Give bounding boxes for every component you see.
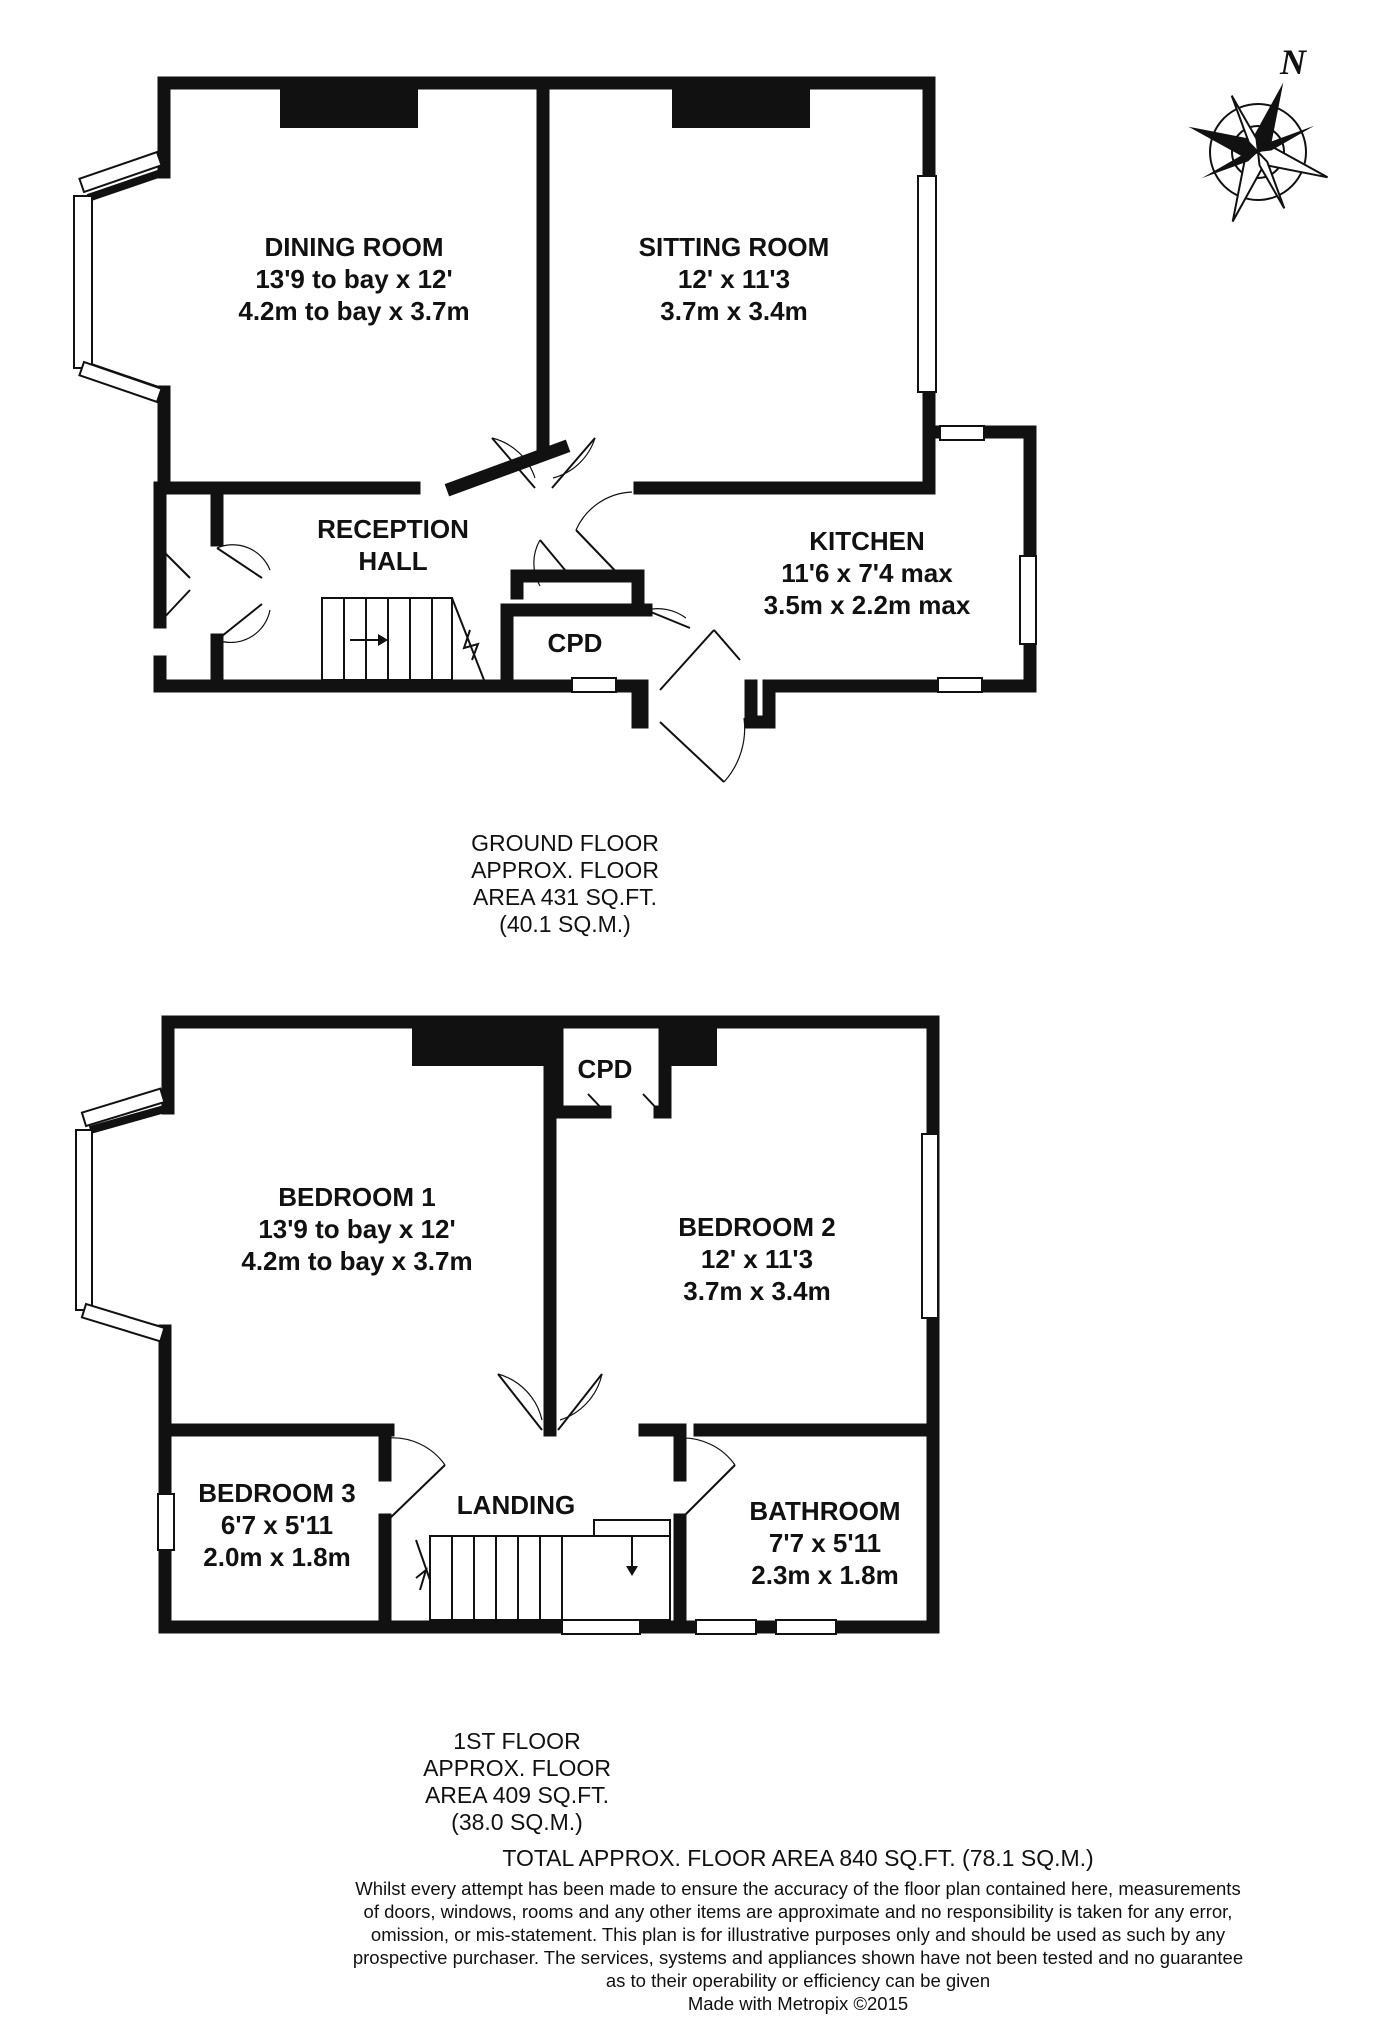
caption-line: APPROX. FLOOR (471, 857, 659, 883)
north-label: N (1279, 42, 1308, 82)
window (1019, 555, 1037, 645)
bedroom1-imperial: 13'9 to bay x 12' (258, 1214, 455, 1244)
ground-floor-plan: DINING ROOM 13'9 to bay x 12' 4.2m to ba… (73, 76, 1037, 783)
caption-line: APPROX. FLOOR (423, 1755, 611, 1781)
chimney-breast (672, 88, 810, 128)
disclaimer-line: as to their operability or efficiency ca… (606, 1970, 990, 1991)
caption-line: (40.1 SQ.M.) (499, 911, 631, 937)
kitchen-metric: 3.5m x 2.2m max (764, 590, 971, 620)
caption-line: AREA 409 SQ.FT. (425, 1782, 609, 1808)
caption-line: GROUND FLOOR (471, 830, 659, 856)
bedroom3-name: BEDROOM 3 (198, 1478, 355, 1508)
disclaimer: Whilst every attempt has been made to en… (353, 1878, 1243, 2014)
bathroom-name: BATHROOM (749, 1496, 900, 1526)
window (695, 1619, 757, 1635)
sitting-room-name: SITTING ROOM (639, 232, 830, 262)
chimney-breast (280, 88, 418, 128)
first-floor-caption: 1ST FLOOR APPROX. FLOOR AREA 409 SQ.FT. … (423, 1728, 611, 1835)
reception-hall-name-line2: HALL (358, 546, 427, 576)
bedroom1-name: BEDROOM 1 (278, 1182, 435, 1212)
window (157, 1493, 175, 1551)
reception-hall-name-line1: RECEPTION (317, 514, 469, 544)
bedroom2-name: BEDROOM 2 (678, 1212, 835, 1242)
dining-room-name: DINING ROOM (264, 232, 443, 262)
window (775, 1619, 837, 1635)
landing-name: LANDING (457, 1490, 575, 1520)
compass-rose-icon: N (1188, 42, 1329, 223)
sitting-room-imperial: 12' x 11'3 (678, 264, 790, 294)
bathroom-imperial: 7'7 x 5'11 (769, 1528, 881, 1558)
chimney-breast (665, 1026, 717, 1066)
bathroom-metric: 2.3m x 1.8m (751, 1560, 898, 1590)
staircase (321, 597, 485, 681)
sitting-room-metric: 3.7m x 3.4m (660, 296, 807, 326)
first-cpd-name: CPD (578, 1054, 633, 1084)
bedroom2-metric: 3.7m x 3.4m (683, 1276, 830, 1306)
window (921, 1133, 939, 1319)
bedroom3-metric: 2.0m x 1.8m (203, 1542, 350, 1572)
disclaimer-line: prospective purchaser. The services, sys… (353, 1947, 1243, 1968)
ground-cpd-name: CPD (548, 628, 603, 658)
bay-window (75, 1129, 93, 1311)
total-floor-area: TOTAL APPROX. FLOOR AREA 840 SQ.FT. (78.… (502, 1845, 1093, 1871)
caption-line: (38.0 SQ.M.) (451, 1809, 583, 1835)
staircase (415, 1519, 671, 1621)
bay-window (73, 195, 93, 369)
kitchen-imperial: 11'6 x 7'4 max (781, 558, 953, 588)
bedroom2-imperial: 12' x 11'3 (701, 1244, 813, 1274)
window (571, 677, 617, 693)
disclaimer-line: omission, or mis-statement. This plan is… (371, 1924, 1226, 1945)
window (917, 175, 937, 393)
chimney-breast (412, 1026, 550, 1066)
disclaimer-line: Whilst every attempt has been made to en… (355, 1878, 1240, 1899)
window (937, 677, 983, 693)
dining-room-imperial: 13'9 to bay x 12' (255, 264, 452, 294)
ground-floor-caption: GROUND FLOOR APPROX. FLOOR AREA 431 SQ.F… (471, 830, 659, 937)
first-floor-plan: BEDROOM 1 13'9 to bay x 12' 4.2m to bay … (75, 1015, 940, 1635)
bedroom1-metric: 4.2m to bay x 3.7m (241, 1246, 472, 1276)
window (939, 425, 985, 441)
dining-room-metric: 4.2m to bay x 3.7m (238, 296, 469, 326)
disclaimer-line: of doors, windows, rooms and any other i… (364, 1901, 1233, 1922)
kitchen-name: KITCHEN (809, 526, 925, 556)
disclaimer-line: Made with Metropix ©2015 (688, 1993, 908, 2014)
caption-line: AREA 431 SQ.FT. (473, 884, 657, 910)
bedroom3-imperial: 6'7 x 5'11 (221, 1510, 333, 1540)
window (561, 1619, 641, 1635)
caption-line: 1ST FLOOR (453, 1728, 580, 1754)
